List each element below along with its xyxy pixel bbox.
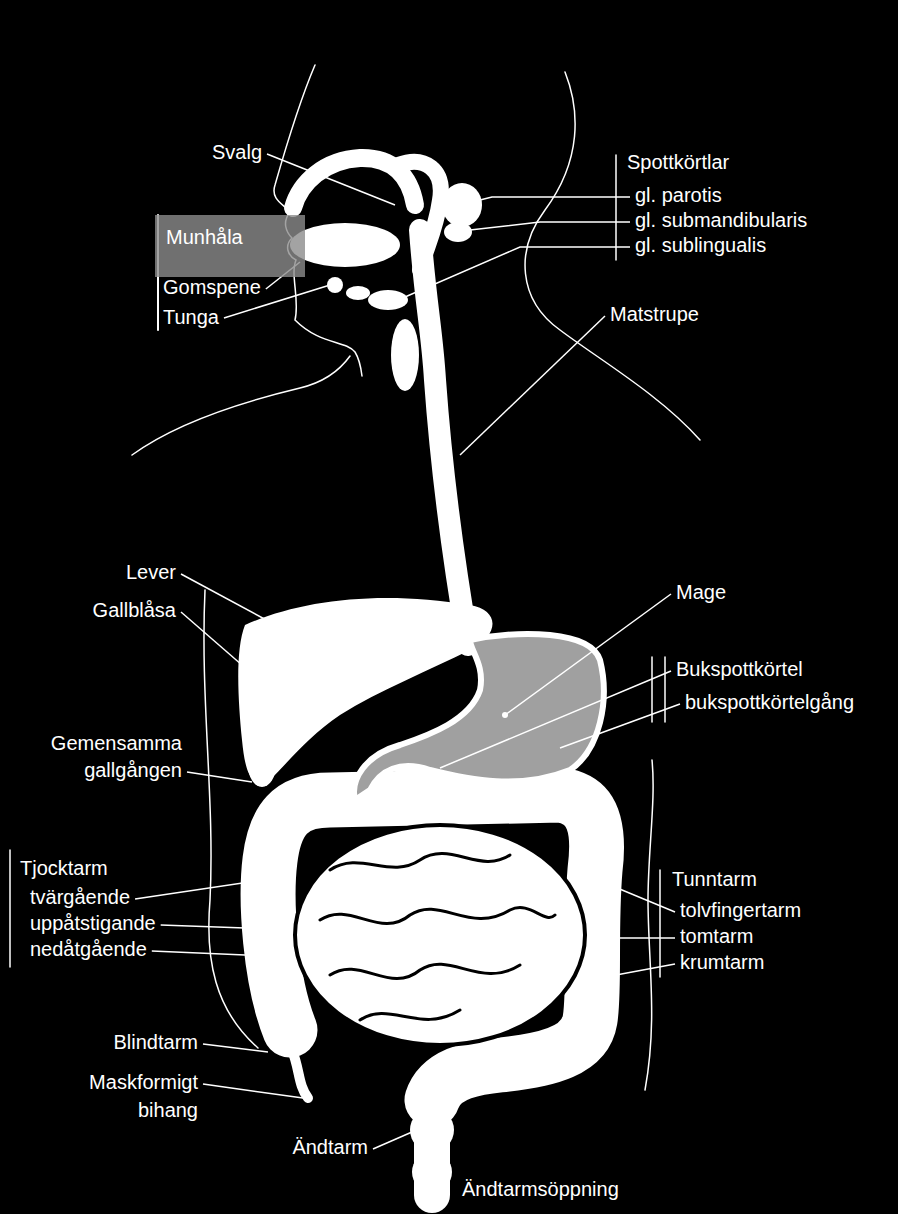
part-label: Mage — [676, 580, 726, 604]
part-label: Tunntarm — [672, 867, 757, 891]
illustration-part — [410, 1108, 454, 1152]
leader-line — [267, 154, 395, 205]
illustration-part — [664, 657, 666, 722]
leader-line — [161, 925, 245, 928]
illustration-part — [651, 657, 653, 722]
leader-line — [373, 1132, 412, 1149]
part-label: tolvfingertarm — [680, 898, 801, 922]
illustration-part — [9, 850, 11, 967]
illustration-part — [295, 825, 585, 1045]
illustration-part — [132, 356, 350, 455]
leader-line — [203, 1044, 268, 1052]
illustration-part — [412, 1152, 452, 1192]
illustration-part — [442, 183, 482, 227]
illustration-part — [615, 155, 617, 260]
illustration-part — [248, 743, 276, 787]
illustration-part — [346, 286, 370, 300]
part-label: Matstrupe — [610, 302, 699, 326]
illustration-part — [360, 1010, 460, 1020]
leader-line — [600, 964, 675, 978]
leader-line — [470, 222, 630, 230]
illustration-part — [320, 908, 555, 924]
illustration-part — [330, 854, 510, 870]
part-label: tvärgående — [30, 885, 130, 909]
part-label: Gomspene — [163, 275, 261, 299]
part-label: gl. sublingualis — [635, 233, 766, 257]
part-label: Tunga — [163, 305, 219, 329]
part-label: gl. parotis — [635, 183, 722, 207]
leader-line — [135, 880, 262, 899]
leader-line — [480, 197, 630, 200]
part-label: Lever — [126, 560, 176, 584]
illustration-part — [422, 1195, 442, 1211]
part-label: bukspottkörtelgång — [685, 690, 854, 714]
illustration-part — [444, 222, 472, 242]
illustration-part — [368, 290, 408, 310]
part-label: krumtarm — [680, 950, 764, 974]
highlight-band: Munhåla — [155, 215, 305, 277]
illustration-part — [330, 964, 520, 978]
illustration-part — [292, 1050, 308, 1098]
part-label: Blindtarm — [114, 1030, 198, 1054]
leader-line — [405, 247, 630, 297]
illustration-part — [391, 319, 419, 391]
part-label: Bukspottkörtel — [676, 657, 803, 681]
illustration-part — [659, 870, 661, 977]
leader-line — [187, 772, 252, 782]
illustration-part — [320, 854, 555, 1020]
illustration-part — [354, 634, 604, 800]
leader-line — [203, 1084, 303, 1098]
part-label: gl. submandibularis — [635, 208, 807, 232]
illustration-part — [290, 223, 400, 267]
part-label: Tjocktarm — [20, 856, 108, 880]
leader-line — [600, 937, 675, 939]
leader-line — [505, 594, 671, 715]
part-label: nedåtgående — [30, 937, 147, 961]
part-label: uppåtstigande — [30, 911, 156, 935]
leader-line — [610, 885, 675, 912]
leader-line — [181, 612, 250, 672]
band-title: Munhåla — [166, 225, 305, 249]
part-label: Svalg — [212, 140, 262, 164]
part-label: Maskformigt bihang — [48, 1068, 198, 1124]
part-label: tomtarm — [680, 924, 753, 948]
leader-line — [181, 574, 270, 622]
part-label: Ändtarmsöppning — [462, 1177, 619, 1201]
illustration-part — [268, 795, 596, 1100]
leader-line — [152, 951, 245, 955]
illustration-part — [645, 760, 653, 1090]
illustration-part — [420, 230, 468, 645]
part-label: Spottkörtlar — [627, 150, 729, 174]
leader-line — [560, 704, 680, 748]
part-label: Gallblåsa — [93, 598, 176, 622]
leader-line — [460, 316, 605, 455]
part-label: Ändtarm — [292, 1135, 368, 1159]
part-label: Gemensamma gallgången — [12, 730, 182, 784]
